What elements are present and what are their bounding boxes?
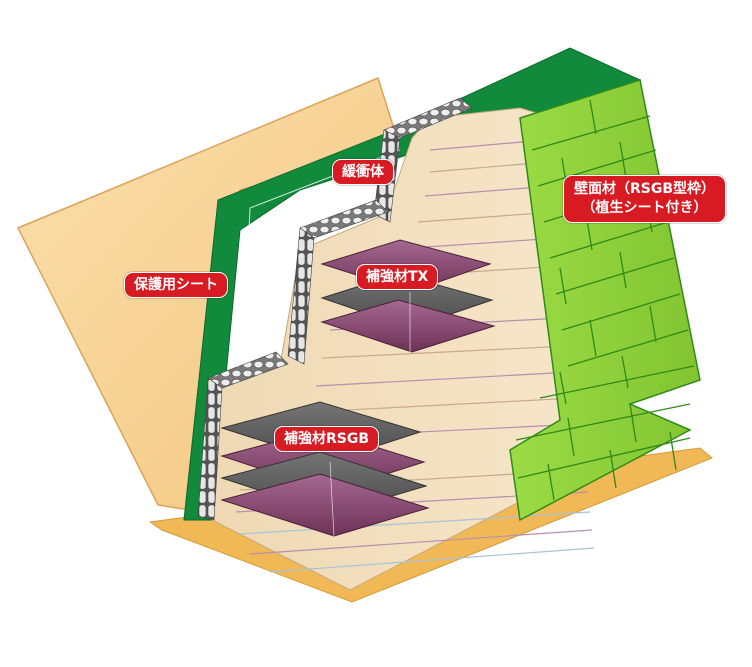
label-wall-material: 壁面材（RSGB型枠） （植生シート付き） bbox=[563, 175, 727, 223]
label-reinforcement-tx: 補強材TX bbox=[356, 264, 439, 290]
label-buffer: 緩衝体 bbox=[332, 159, 394, 185]
label-wall-line1: 壁面材（RSGB型枠） bbox=[574, 181, 716, 197]
label-wall-line2: （植生シート付き） bbox=[581, 200, 708, 216]
label-protective-sheet: 保護用シート bbox=[124, 272, 228, 298]
label-reinforcement-rsgb: 補強材RSGB bbox=[274, 426, 380, 452]
